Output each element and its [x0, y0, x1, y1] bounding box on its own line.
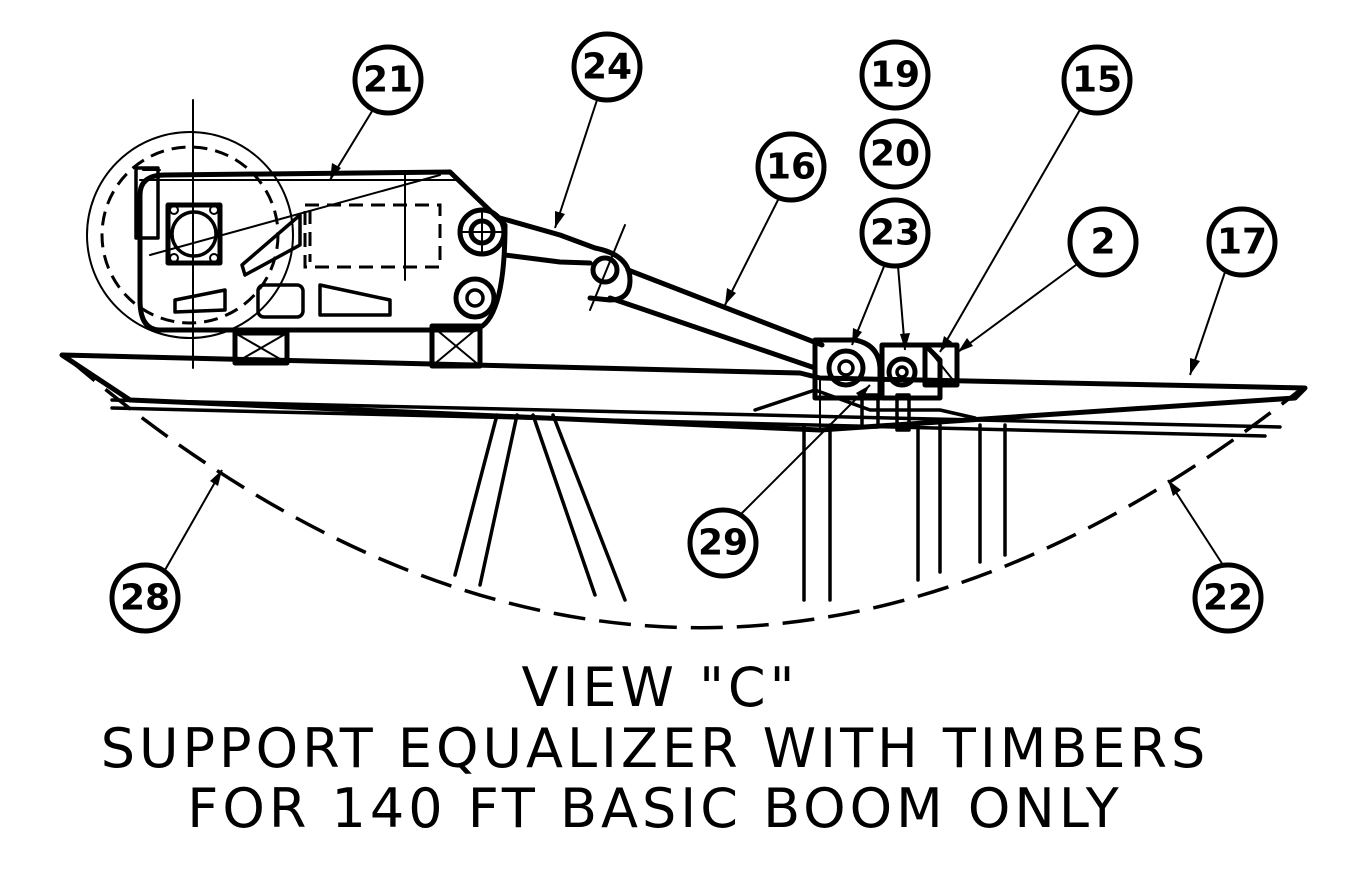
balloon-23: 23 [859, 197, 931, 269]
balloon-15: 15 [1061, 44, 1133, 116]
balloon-21: 21 [352, 44, 424, 116]
view-subtitle: SUPPORT EQUALIZER WITH TIMBERS [101, 717, 1210, 780]
balloon-24-label: 24 [582, 47, 632, 88]
balloon-2-label: 2 [1090, 222, 1115, 263]
view-note: FOR 140 FT BASIC BOOM ONLY [187, 777, 1122, 840]
link-strut [497, 215, 825, 371]
balloon-16-label: 16 [766, 147, 816, 188]
balloon-22: 22 [1192, 562, 1264, 634]
balloon-19: 19 [859, 39, 931, 111]
balloon-29: 29 [687, 507, 759, 579]
balloon-2: 2 [1067, 206, 1139, 278]
connector-assembly [753, 337, 977, 432]
boom [59, 352, 1308, 438]
support-arc [68, 358, 1302, 630]
balloon-15-label: 15 [1072, 60, 1122, 101]
balloon-24: 24 [571, 31, 643, 103]
balloon-20: 20 [859, 118, 931, 190]
balloon-20-label: 20 [870, 134, 920, 175]
balloon-16: 16 [755, 131, 827, 203]
balloon-21-label: 21 [363, 60, 413, 101]
balloon-17: 17 [1206, 206, 1278, 278]
leader-lines [164, 96, 1226, 571]
balloon-29-label: 29 [698, 523, 748, 564]
timbers [232, 323, 483, 369]
balloon-23-label: 23 [870, 213, 920, 254]
support-frame [453, 413, 1007, 602]
equalizer-body [134, 166, 508, 333]
balloon-28: 28 [109, 562, 181, 634]
balloon-19-label: 19 [870, 55, 920, 96]
balloon-28-label: 28 [120, 578, 170, 619]
balloon-17-label: 17 [1217, 222, 1267, 263]
view-title: VIEW "C" [522, 656, 799, 719]
balloon-22-label: 22 [1203, 578, 1253, 619]
